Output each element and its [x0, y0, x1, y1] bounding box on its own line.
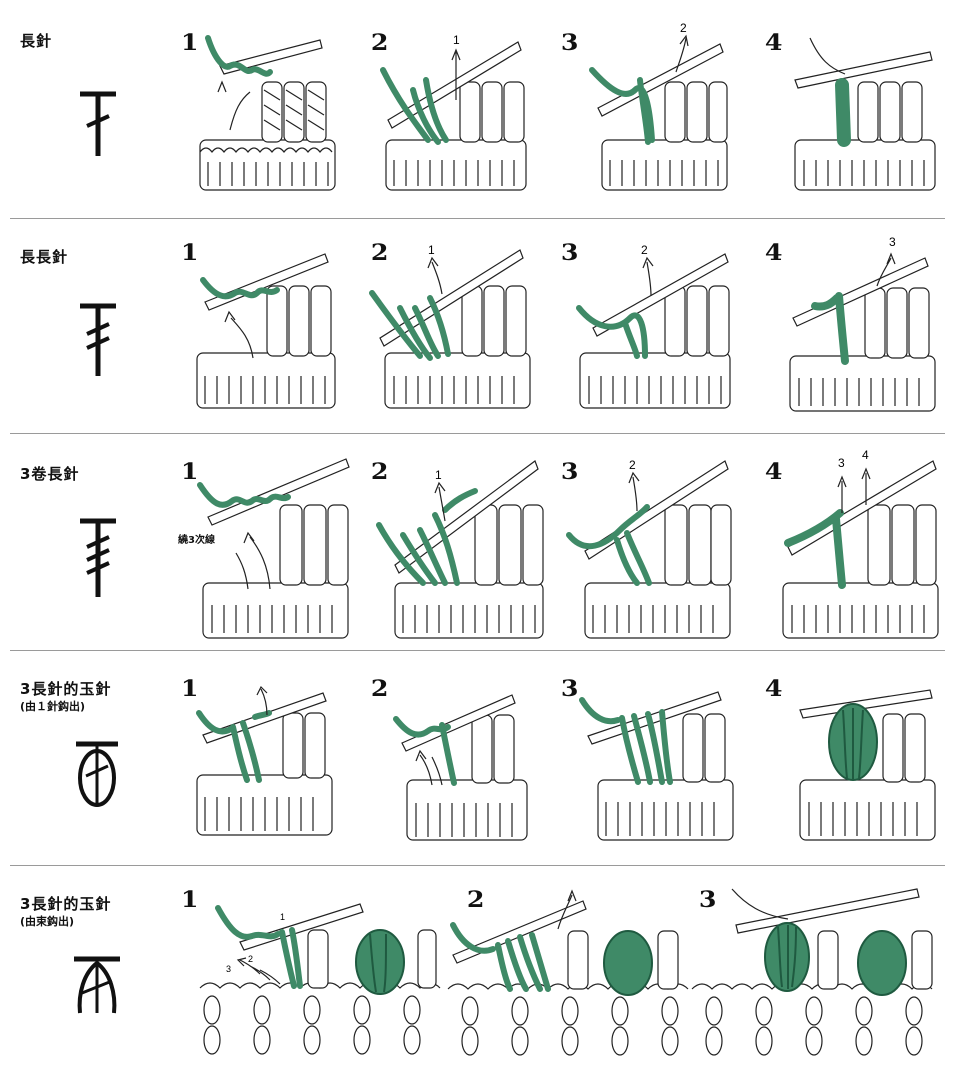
step-illustration	[799, 689, 936, 841]
row-title: 3長針的玉針	[20, 680, 112, 698]
row-title: 3長針的玉針	[20, 895, 112, 913]
stitch-row-cluster-bundle: 3長針的玉針 (由束鈎出) 1 2 3	[0, 865, 966, 1070]
step-illustration: 2	[589, 21, 728, 191]
step-marker: 1	[453, 33, 460, 47]
step-marker: 1	[435, 468, 442, 482]
row-divider	[10, 650, 945, 651]
step-illustration: 1	[376, 460, 544, 639]
row-subtitle: (由１針鈎出)	[20, 700, 86, 713]
step-number: 3	[560, 30, 579, 56]
step-number: 3	[698, 887, 717, 913]
row-divider	[10, 433, 945, 434]
step-illustration	[447, 889, 689, 1056]
step-illustration	[691, 888, 933, 1056]
step-number: 4	[764, 240, 783, 266]
row-divider	[10, 865, 945, 866]
step-number: 2	[370, 459, 389, 485]
treble-crochet-symbol-icon	[80, 303, 116, 376]
stitch-row-triple-treble: 3卷長針 1 2 3 4 繞3次線	[0, 433, 966, 650]
step-number: 1	[180, 30, 199, 56]
step-number: 3	[560, 240, 579, 266]
step-illustration: 3	[789, 235, 936, 412]
step-illustration	[393, 694, 528, 841]
step-illustration: 3 4	[782, 448, 939, 639]
step-marker: 2	[629, 458, 636, 472]
step-marker: 4	[862, 448, 869, 462]
stitch-row-double-crochet: 長針 1 2 3 4	[0, 0, 966, 218]
step-number: 1	[180, 240, 199, 266]
step-number: 3	[560, 459, 579, 485]
row-subtitle: (由束鈎出)	[20, 915, 75, 928]
step-marker: 2	[248, 954, 253, 964]
step-illustration	[196, 253, 336, 409]
step-illustration	[197, 458, 350, 639]
step-marker: 3	[889, 235, 896, 249]
step-number: 1	[180, 459, 199, 485]
cluster-bundle-symbol-icon	[74, 956, 120, 1014]
step-illustration	[199, 35, 336, 191]
row-divider	[10, 218, 945, 219]
step-marker: 3	[838, 456, 845, 470]
step-marker: 2	[641, 243, 648, 257]
step-number: 2	[370, 676, 389, 702]
step-illustration: 2	[566, 458, 732, 639]
step-number: 2	[466, 887, 485, 913]
step-illustration	[196, 685, 333, 836]
step-marker: 2	[680, 21, 687, 35]
stitch-row-cluster-one: 3長針的玉針 (由１針鈎出) 1 2 3 4	[0, 650, 966, 865]
row-title: 3卷長針	[20, 465, 80, 483]
step-illustration: 1 2 3	[199, 903, 441, 1055]
step-illustration: 1	[380, 33, 527, 191]
step-number: 4	[764, 459, 783, 485]
step-illustration: 2	[576, 243, 731, 409]
double-crochet-symbol-icon	[80, 91, 116, 156]
wrap-note: 繞3次線	[178, 535, 215, 546]
step-illustration	[794, 37, 936, 191]
step-number: 2	[370, 240, 389, 266]
step-marker: 3	[226, 964, 231, 974]
step-marker: 1	[428, 243, 435, 257]
step-number: 4	[764, 30, 783, 56]
stitch-row-treble-crochet: 長長針 1 2 3 4	[0, 218, 966, 433]
step-number: 2	[370, 30, 389, 56]
step-number: 3	[560, 676, 579, 702]
row-title: 長長針	[20, 248, 69, 266]
step-illustration: 1	[369, 243, 531, 409]
cluster-one-stitch-symbol-icon	[76, 741, 118, 807]
step-illustration	[579, 691, 734, 841]
step-number: 1	[180, 676, 199, 702]
step-number: 1	[180, 887, 199, 913]
row-title: 長針	[20, 32, 53, 50]
step-marker: 1	[280, 912, 285, 922]
step-number: 4	[764, 676, 783, 702]
triple-treble-symbol-icon	[80, 518, 116, 597]
